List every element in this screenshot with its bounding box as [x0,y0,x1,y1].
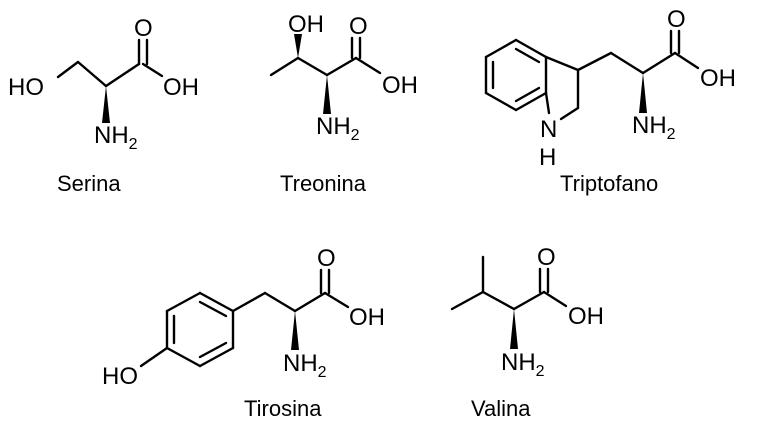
valina-amine: NH2 [501,349,545,380]
triptofano-amine: NH2 [632,112,676,143]
valina-hydroxyl: OH [568,303,604,330]
valina-name: Valina [471,396,531,421]
serina-hydroxyl-left: HO [8,74,44,101]
molecule-valina: O OH NH2 Valina [450,244,604,421]
molecule-triptofano: N H O OH NH2 Triptofano [484,6,736,196]
serina-carbonyl-oxygen: O [134,15,153,42]
tirosina-hydroxyl-left: HO [102,363,138,390]
treonina-hydroxyl-top: OH [288,11,324,38]
serina-hydroxyl: OH [163,74,199,101]
molecule-tirosina: HO O OH NH2 Tirosina [102,245,385,421]
valina-carbonyl-oxygen: O [537,244,556,271]
tirosina-hydroxyl: OH [349,304,385,331]
triptofano-ring-nitrogen: N [540,116,557,143]
treonina-carbonyl-oxygen: O [349,13,368,40]
tirosina-amine: NH2 [283,350,327,381]
triptofano-name: Triptofano [560,171,658,196]
treonina-amine: NH2 [316,113,360,144]
serina-amine: NH2 [94,122,138,153]
molecule-treonina: OH O OH NH2 Treonina [269,11,418,196]
serina-name: Serina [57,171,121,196]
molecule-serina: HO O OH NH2 Serina [8,15,199,196]
triptofano-carbonyl-oxygen: O [667,6,686,33]
tirosina-carbonyl-oxygen: O [317,245,336,272]
treonina-name: Treonina [280,171,367,196]
triptofano-ring-hydrogen: H [539,144,556,171]
triptofano-hydroxyl: OH [700,65,736,92]
tirosina-name: Tirosina [244,396,322,421]
treonina-hydroxyl: OH [382,72,418,99]
